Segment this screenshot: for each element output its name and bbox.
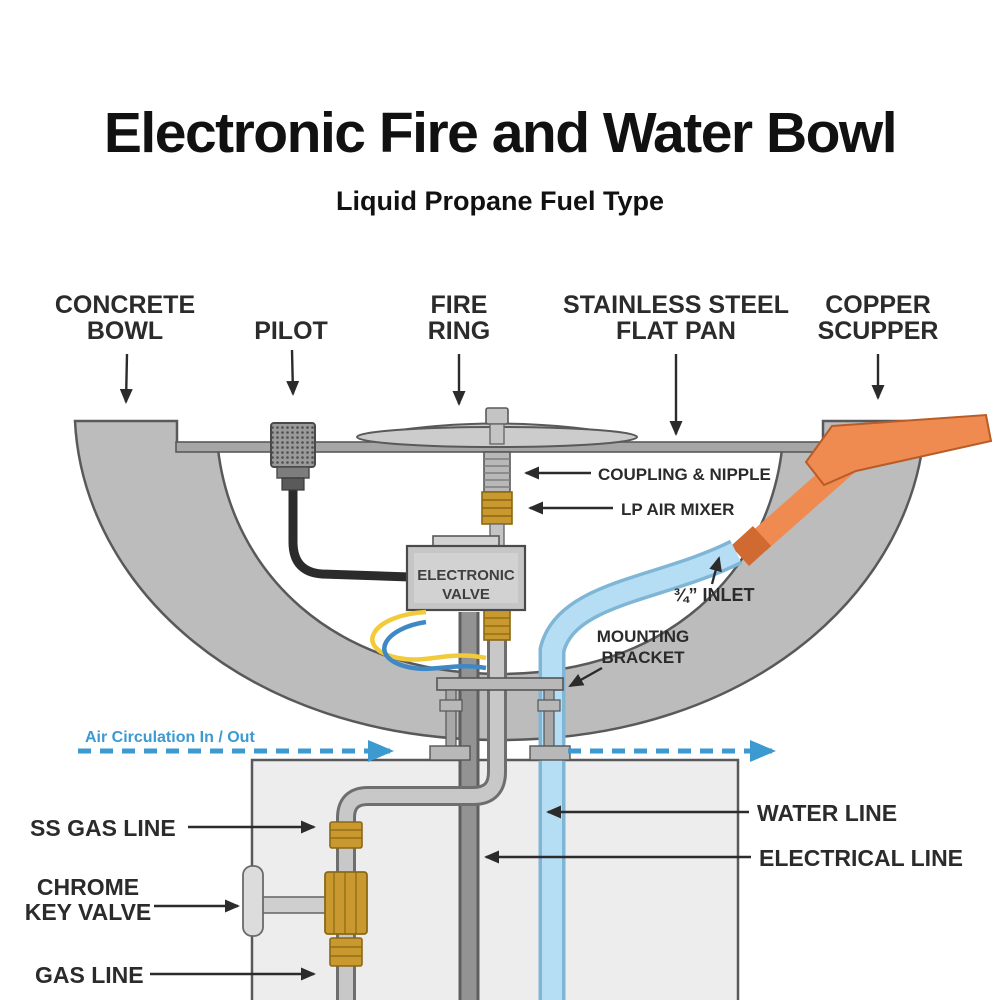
- ring-stem: [489, 423, 505, 445]
- pilot-leader: [286, 349, 300, 396]
- inlet-coupling: [730, 526, 772, 566]
- concrete-bowl-leader: [119, 353, 133, 404]
- air-circulation-label: Air Circulation In / Out: [85, 729, 255, 746]
- mounting-bracket-label-line1: MOUNTING: [597, 627, 690, 646]
- copper-scupper-shape: [730, 413, 993, 566]
- mounting-bracket-leader: [568, 666, 603, 688]
- page-subtitle: Liquid Propane Fuel Type: [335, 186, 665, 216]
- electronic-valve: ELECTRONIC VALVE: [405, 535, 527, 612]
- fire-ring-label-line1: FIRE: [431, 291, 488, 319]
- inlet-leader: [709, 556, 722, 585]
- mounting-bracket-label-line2: BRACKET: [601, 648, 685, 667]
- coupling-nipple-label: COUPLING & NIPPLE: [598, 465, 771, 484]
- pilot-shape: [270, 422, 316, 491]
- electrical-line-label: ELECTRICAL LINE: [759, 845, 963, 871]
- key-valve-brass-fittings: [324, 821, 368, 967]
- lp-air-mixer-label: LP AIR MIXER: [621, 500, 734, 519]
- chrome-key-valve-label-line2: KEY VALVE: [25, 899, 152, 925]
- fire-ring-label-line2: RING: [428, 317, 491, 345]
- gas-line-label: GAS LINE: [35, 962, 144, 988]
- mounting-bracket-shape: [429, 677, 571, 761]
- lp-air-mixer-shape: [481, 491, 513, 525]
- ss-gas-line-label: SS GAS LINE: [30, 815, 176, 841]
- water-line-pipe: [538, 539, 743, 1000]
- flat-pan-label-line2: FLAT PAN: [616, 317, 736, 345]
- concrete-bowl-label-line2: BOWL: [87, 317, 163, 345]
- chrome-key-valve-shape: [242, 865, 333, 937]
- flat-pan-label-line1: STAINLESS STEEL: [563, 291, 789, 319]
- valve-outlet-fitting: [483, 609, 511, 641]
- copper-scupper-label-line1: COPPER: [825, 291, 931, 319]
- water-line-label: WATER LINE: [757, 800, 897, 826]
- inlet-label: ¾” INLET: [673, 585, 754, 605]
- coupling-nipple-shape: [483, 451, 511, 493]
- fire-ring-hub: [485, 407, 509, 425]
- concrete-bowl-label-line1: CONCRETE: [55, 291, 195, 319]
- electronic-valve-label-line2: VALVE: [442, 586, 490, 603]
- pilot-label: PILOT: [254, 317, 328, 345]
- page-title: Electronic Fire and Water Bowl: [103, 101, 898, 165]
- electronic-valve-label-line1: ELECTRONIC: [417, 567, 515, 584]
- ignition-wire-yellow: [370, 609, 487, 662]
- pilot-pipe: [288, 486, 411, 582]
- gas-line-pipe: [336, 608, 507, 1000]
- ignition-wire-blue: [382, 619, 487, 672]
- copper-scupper-label-line2: SCUPPER: [818, 317, 939, 345]
- chrome-key-valve-label-line1: CHROME: [37, 874, 139, 900]
